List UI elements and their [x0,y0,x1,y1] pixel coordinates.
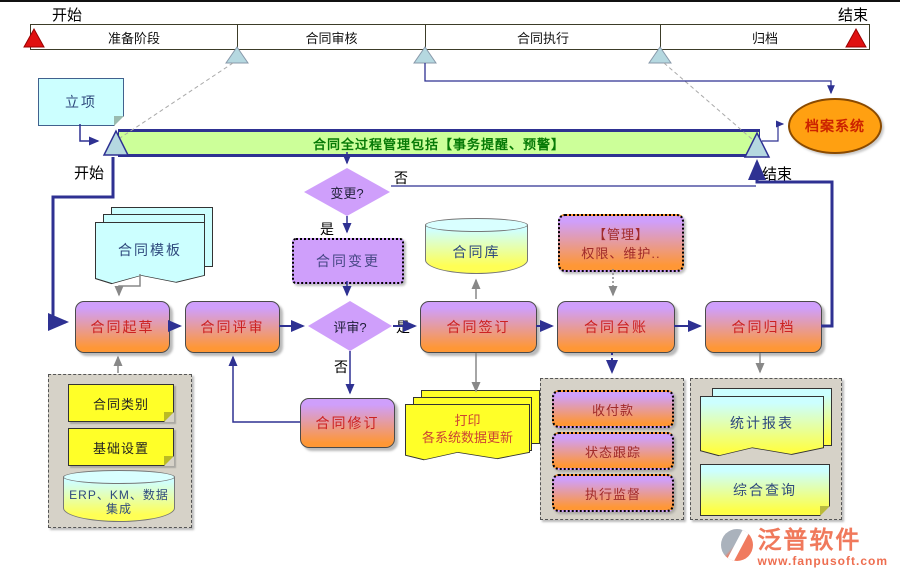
node-contract-category: 合同类别 [68,384,174,422]
manage-line2: 权限、维护.. [581,246,661,261]
print-line2: 各系统数据更新 [421,429,513,445]
node-label: ERP、KM、数据集成 [69,487,169,516]
logo-url[interactable]: www.fanpusoft.com [757,554,888,568]
node-label: 合同库 [452,244,501,260]
node-label: 合同签订 [446,319,511,335]
decision-label: 变更? [330,185,364,201]
node-contract-review: 合同评审 [185,301,280,353]
top-border-line [0,0,900,2]
node-manage: 【管理】 权限、维护.. [558,214,684,272]
node-contract-repo: 合同库 [425,218,528,274]
line-initiation-to-start [79,124,100,146]
node-label: 档案系统 [805,118,865,134]
node-label: 合同台账 [584,319,648,335]
node-status-tracking: 状态跟踪 [552,432,674,470]
decision-change: 变更? [304,168,390,216]
node-label: 合同归档 [731,319,796,335]
dashed-map-left [119,62,234,139]
node-label: 基础设置 [92,440,149,456]
cylinder-body [63,477,175,522]
node-contract-archive: 合同归档 [705,301,822,353]
node-label: 合同起草 [90,319,155,335]
logo-name: 泛普软件 [757,527,862,554]
phase-preparation: 准备阶段 [31,25,238,49]
doc-fill [701,397,823,456]
node-contract-template: 合同模板 [95,222,205,286]
review-no-label: 否 [334,359,348,375]
node-erp-integration: ERP、KM、数据集成 [63,470,175,522]
node-label: 合同模板 [118,242,182,259]
phase-archive: 归档 [751,30,778,46]
node-contract-ledger: 合同台账 [557,301,675,353]
node-exec-supervision: 执行监督 [552,474,674,512]
change-yes-label: 是 [320,221,334,237]
node-label: 收付款 [591,402,634,418]
line-end-to-archive-system [762,120,785,142]
node-label: 合同类别 [92,396,149,412]
node-label: 合同修订 [315,415,380,431]
fanpu-logo-icon [721,529,754,561]
node-label: 合同评审 [200,319,265,335]
node-print-update: 打印 各系统数据更新 [405,404,530,462]
line-exec-to-archive-system [424,63,835,95]
change-no-label: 否 [394,170,408,186]
print-line1: 打印 [454,413,481,429]
node-contract-draft: 合同起草 [75,301,170,353]
node-archive-system: 档案系统 [788,98,882,154]
node-basic-settings: 基础设置 [68,428,174,466]
node-label: 合同变更 [316,253,380,269]
node-label: 立项 [65,94,97,110]
fanpu-logo: 泛普软件 www.fanpusoft.com [721,529,888,567]
cylinder-body [425,225,528,274]
cylinder-top [425,218,528,232]
review-yes-label: 是 [396,319,410,335]
timeline-end-label: 结束 [838,7,869,24]
node-label: 统计报表 [730,415,794,432]
node-label: 综合查询 [733,482,797,498]
timeline-bar: 准备阶段 合同审核 合同执行 归档 [30,24,870,50]
banner-end-label: 结束 [762,166,793,183]
node-contract-revise: 合同修订 [300,398,395,448]
manage-line1: 【管理】 [592,227,649,242]
node-contract-change: 合同变更 [292,238,404,284]
node-comprehensive-query: 综合查询 [700,464,830,516]
phase-execution: 合同执行 [426,25,661,49]
node-stats-report: 统计报表 [700,396,824,458]
banner-text: 合同全过程管理包括【事务提醒、预警】 [312,136,565,152]
node-project-initiation: 立项 [38,78,124,126]
timeline-start-label: 开始 [52,7,83,24]
phase-review: 合同审核 [238,25,426,49]
decision-label: 评审? [333,319,367,335]
decision-review: 评审? [308,301,392,351]
node-payment: 收付款 [552,390,674,428]
line-revise-to-review [228,355,300,423]
banner-start-label: 开始 [74,165,105,182]
cylinder-top [63,470,175,484]
node-label: 状态跟踪 [584,444,641,460]
node-label: 执行监督 [584,486,641,502]
node-contract-sign: 合同签订 [420,301,537,353]
full-process-banner: 合同全过程管理包括【事务提醒、预警】 [118,129,760,157]
doc-fill [406,405,529,460]
